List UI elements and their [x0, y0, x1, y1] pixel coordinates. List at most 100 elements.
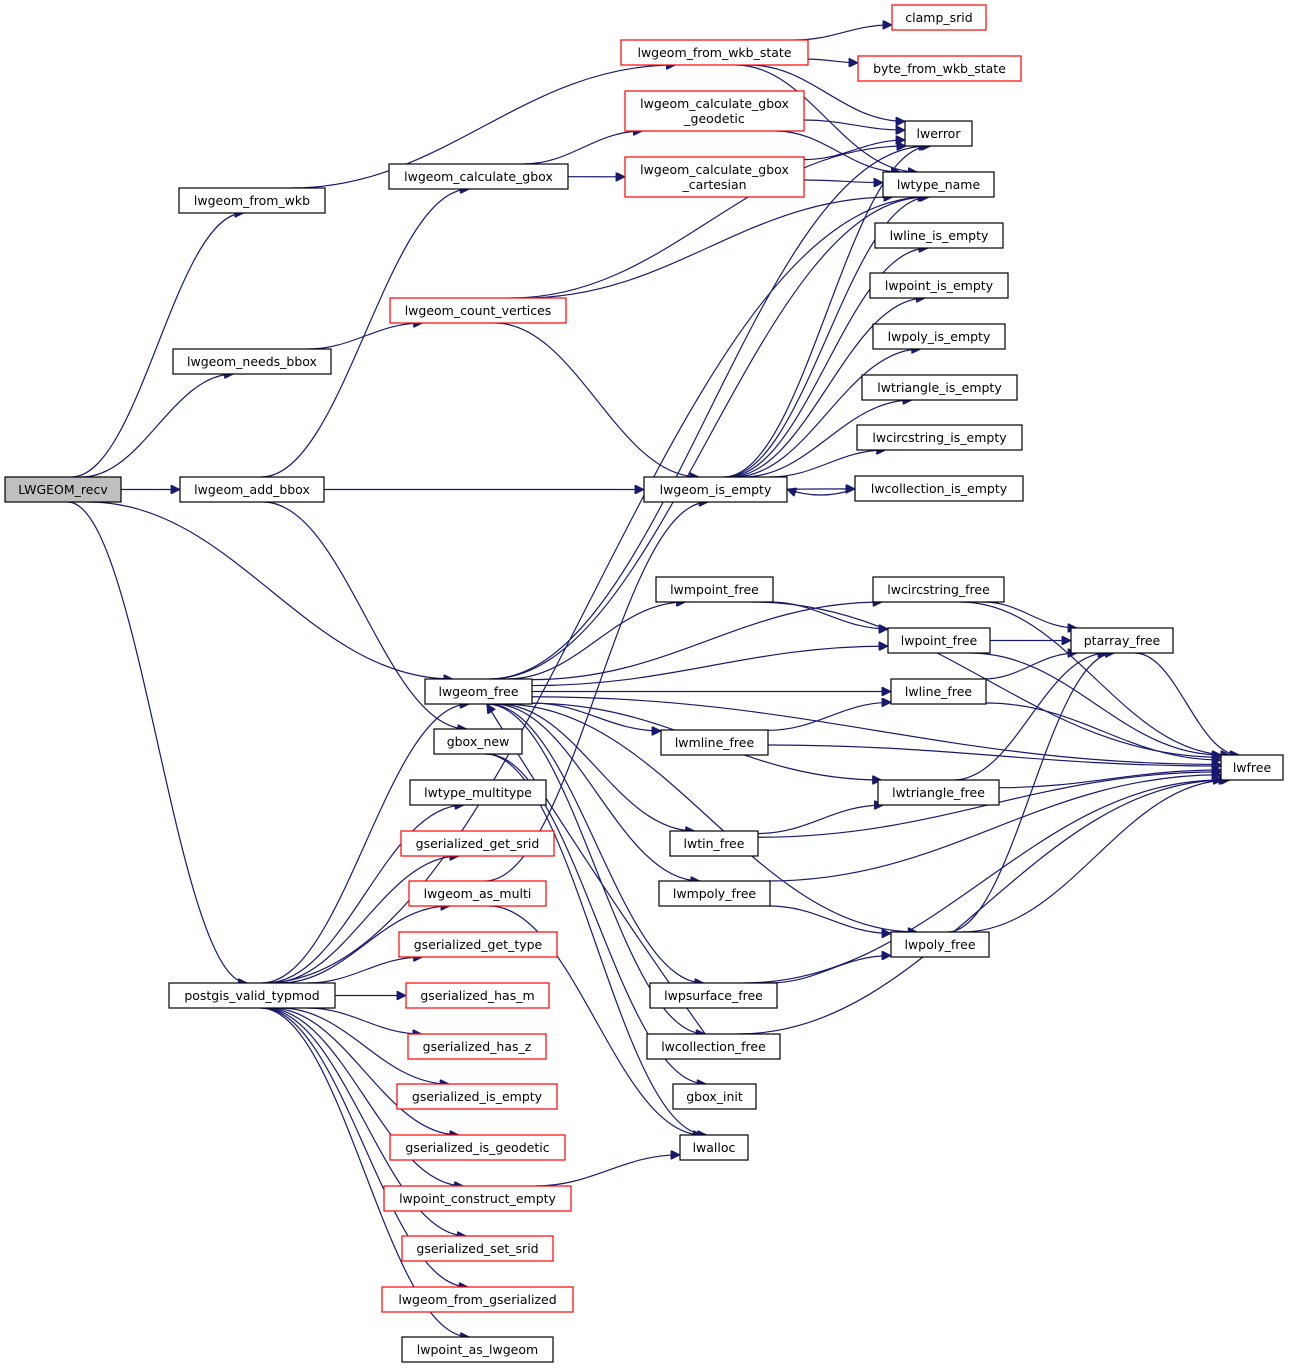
node-box[interactable] [672, 1083, 757, 1110]
node-box[interactable] [1070, 627, 1174, 654]
node-box[interactable] [383, 1185, 572, 1212]
graph-node-lwpoint-is-empty[interactable]: lwpoint_is_empty [869, 272, 1009, 299]
graph-node-lwpsurface-free[interactable]: lwpsurface_free [649, 982, 778, 1009]
node-box[interactable] [4, 476, 122, 503]
graph-node-lwtin-free[interactable]: lwtin_free [669, 830, 759, 857]
node-box[interactable] [872, 323, 1006, 350]
graph-node-lwpoly-free[interactable]: lwpoly_free [890, 931, 990, 958]
node-box[interactable] [401, 1235, 554, 1262]
graph-node-gserialized-set-srid[interactable]: gserialized_set_srid [401, 1235, 554, 1262]
graph-node-lwgeom-count-vertices[interactable]: lwgeom_count_vertices [389, 297, 567, 324]
graph-node-gserialized-is-empty[interactable]: gserialized_is_empty [396, 1083, 558, 1110]
node-box[interactable] [872, 576, 1005, 603]
node-box[interactable] [620, 39, 809, 66]
graph-node-gserialized-has-z[interactable]: gserialized_has_z [407, 1033, 547, 1060]
graph-node-lwpoly-is-empty[interactable]: lwpoly_is_empty [872, 323, 1006, 350]
node-box[interactable] [861, 374, 1018, 401]
graph-node-lwcollection-free[interactable]: lwcollection_free [646, 1033, 781, 1060]
graph-node-lwgeom-calculate-gbox-cartesian[interactable]: lwgeom_calculate_gbox_cartesian [624, 156, 805, 198]
graph-node-lwpoint-as-lwgeom[interactable]: lwpoint_as_lwgeom [401, 1336, 554, 1363]
node-box[interactable] [877, 779, 1000, 806]
graph-node-lwgeom-needs-bbox[interactable]: lwgeom_needs_bbox [172, 348, 332, 375]
node-box[interactable] [669, 830, 759, 857]
node-box[interactable] [624, 90, 805, 132]
graph-node-lwerror[interactable]: lwerror [904, 120, 973, 147]
graph-node-lwtriangle-is-empty[interactable]: lwtriangle_is_empty [861, 374, 1018, 401]
graph-node-lwgeom-free[interactable]: lwgeom_free [424, 678, 533, 705]
graph-node-gserialized-get-srid[interactable]: gserialized_get_srid [400, 830, 555, 857]
graph-node-lwtriangle-free[interactable]: lwtriangle_free [877, 779, 1000, 806]
node-box[interactable] [405, 982, 550, 1009]
graph-node-gserialized-has-m[interactable]: gserialized_has_m [405, 982, 550, 1009]
graph-node-clamp-srid[interactable]: clamp_srid [891, 4, 987, 31]
node-box[interactable] [179, 476, 325, 503]
node-box[interactable] [874, 222, 1004, 249]
graph-node-postgis-valid-typmod[interactable]: postgis_valid_typmod [168, 982, 336, 1009]
node-box[interactable] [389, 297, 567, 324]
graph-node-lwpoint-construct-empty[interactable]: lwpoint_construct_empty [383, 1185, 572, 1212]
graph-node-lwalloc[interactable]: lwalloc [679, 1134, 749, 1161]
graph-node-lwgeom-as-multi[interactable]: lwgeom_as_multi [408, 880, 547, 907]
node-box[interactable] [882, 171, 995, 198]
graph-node-lwmpoint-free[interactable]: lwmpoint_free [655, 576, 774, 603]
node-box[interactable] [398, 931, 558, 958]
node-box[interactable] [624, 156, 805, 198]
graph-node-lwfree[interactable]: lwfree [1220, 754, 1284, 781]
node-box[interactable] [891, 4, 987, 31]
graph-node-lwline-free[interactable]: lwline_free [890, 678, 987, 705]
graph-node-lwgeom-from-wkb[interactable]: lwgeom_from_wkb [178, 187, 326, 214]
node-box[interactable] [856, 424, 1023, 451]
node-box[interactable] [396, 1083, 558, 1110]
graph-node-byte-from-wkb-state[interactable]: byte_from_wkb_state [857, 55, 1022, 82]
graph-node-gserialized-get-type[interactable]: gserialized_get_type [398, 931, 558, 958]
graph-node-lwline-is-empty[interactable]: lwline_is_empty [874, 222, 1004, 249]
node-box[interactable] [660, 729, 769, 756]
node-box[interactable] [433, 728, 523, 755]
node-box[interactable] [424, 678, 533, 705]
node-box[interactable] [409, 779, 547, 806]
graph-node-lwmpoly-free[interactable]: lwmpoly_free [658, 880, 771, 907]
node-box[interactable] [401, 1336, 554, 1363]
node-box[interactable] [679, 1134, 749, 1161]
graph-node-lwgeom-is-empty[interactable]: lwgeom_is_empty [643, 476, 788, 503]
node-box[interactable] [1220, 754, 1284, 781]
graph-node-lwcircstring-free[interactable]: lwcircstring_free [872, 576, 1005, 603]
graph-node-lwpoint-free[interactable]: lwpoint_free [887, 627, 991, 654]
node-box[interactable] [389, 1134, 566, 1161]
graph-node-ptarray-free[interactable]: ptarray_free [1070, 627, 1174, 654]
node-box[interactable] [400, 830, 555, 857]
node-box[interactable] [172, 348, 332, 375]
graph-node-lwgeom-from-gserialized[interactable]: lwgeom_from_gserialized [381, 1286, 574, 1313]
graph-node-lwgeom-calculate-gbox-geodetic[interactable]: lwgeom_calculate_gbox_geodetic [624, 90, 805, 132]
node-box[interactable] [655, 576, 774, 603]
node-box[interactable] [887, 627, 991, 654]
graph-node-gbox-init[interactable]: gbox_init [672, 1083, 757, 1110]
node-box[interactable] [857, 55, 1022, 82]
node-box[interactable] [178, 187, 326, 214]
graph-node-lwmline-free[interactable]: lwmline_free [660, 729, 769, 756]
node-box[interactable] [646, 1033, 781, 1060]
graph-node-lwtype-multitype[interactable]: lwtype_multitype [409, 779, 547, 806]
graph-node-lwcircstring-is-empty[interactable]: lwcircstring_is_empty [856, 424, 1023, 451]
node-box[interactable] [388, 163, 569, 190]
graph-node-lwcollection-is-empty[interactable]: lwcollection_is_empty [854, 475, 1024, 502]
node-box[interactable] [658, 880, 771, 907]
node-box[interactable] [407, 1033, 547, 1060]
graph-node-gbox-new[interactable]: gbox_new [433, 728, 523, 755]
node-box[interactable] [904, 120, 973, 147]
graph-node-lwgeom-recv[interactable]: LWGEOM_recv [4, 476, 122, 503]
node-box[interactable] [890, 678, 987, 705]
graph-node-lwgeom-add-bbox[interactable]: lwgeom_add_bbox [179, 476, 325, 503]
node-box[interactable] [890, 931, 990, 958]
node-box[interactable] [408, 880, 547, 907]
node-box[interactable] [643, 476, 788, 503]
node-box[interactable] [168, 982, 336, 1009]
graph-node-lwgeom-calculate-gbox[interactable]: lwgeom_calculate_gbox [388, 163, 569, 190]
graph-node-lwgeom-from-wkb-state[interactable]: lwgeom_from_wkb_state [620, 39, 809, 66]
graph-node-gserialized-is-geodetic[interactable]: gserialized_is_geodetic [389, 1134, 566, 1161]
node-box[interactable] [381, 1286, 574, 1313]
node-box[interactable] [649, 982, 778, 1009]
node-box[interactable] [869, 272, 1009, 299]
node-box[interactable] [854, 475, 1024, 502]
graph-node-lwtype-name[interactable]: lwtype_name [882, 171, 995, 198]
